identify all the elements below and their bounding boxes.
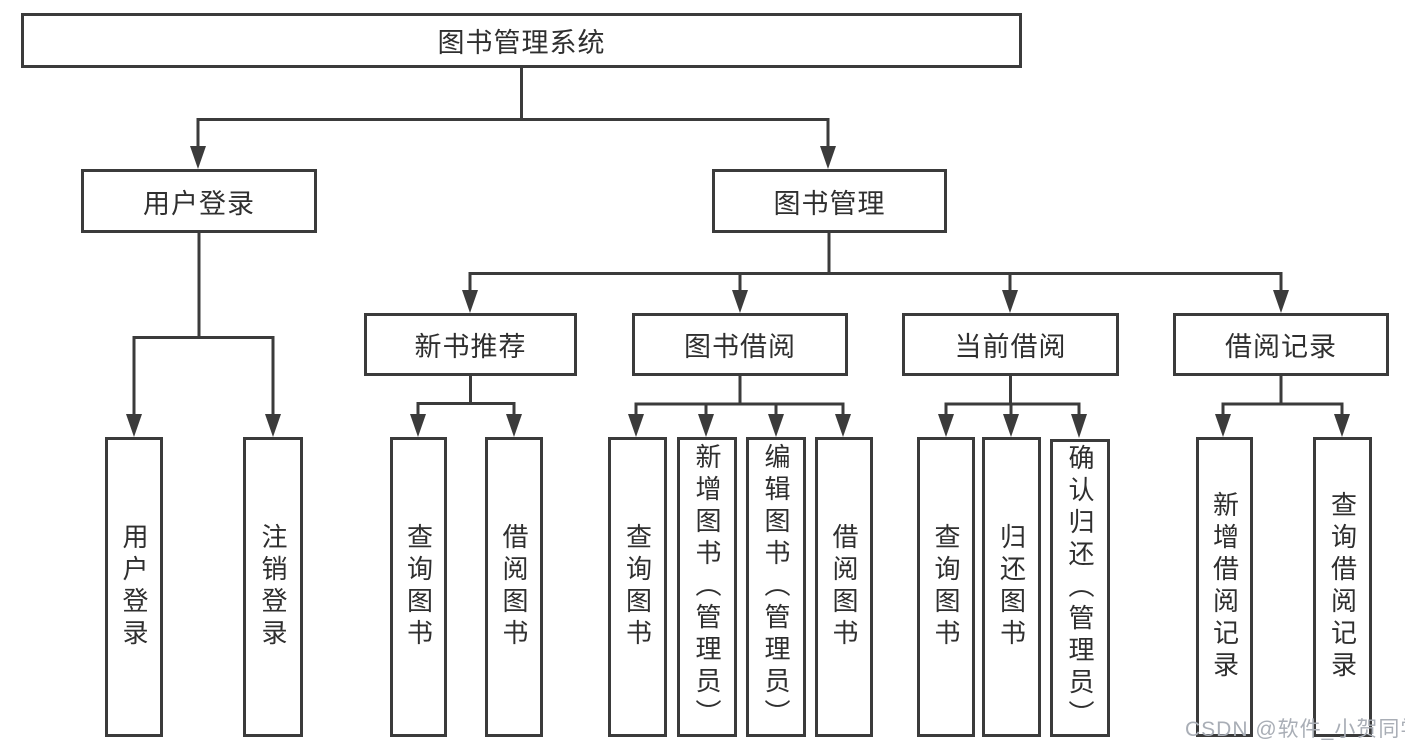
node-leaf-bb-edit-label: 编辑图书（管理员）	[761, 443, 791, 731]
node-leaf-nb-borrow: 借阅图书	[485, 437, 543, 737]
node-leaf-nb-borrow-label: 借阅图书	[499, 523, 529, 651]
connector-borrow-record	[1215, 376, 1350, 437]
node-leaf-bb-add-label: 新增图书（管理员）	[692, 443, 722, 731]
node-book-borrow: 图书借阅	[632, 313, 848, 376]
connector-new-book	[410, 376, 522, 437]
csdn-watermark: CSDN @软件_小贺同学	[1185, 718, 1405, 741]
node-new-book-label: 新书推荐	[414, 332, 527, 362]
node-leaf-bb-query-label: 查询图书	[622, 523, 653, 651]
connector-book-mgmt	[462, 233, 1289, 313]
node-current-borrow: 当前借阅	[902, 313, 1119, 376]
node-leaf-cb-confirm-label: 确认归还（管理员）	[1065, 444, 1095, 732]
node-leaf-user-login-label: 用户登录	[119, 523, 149, 651]
node-leaf-bb-add: 新增图书（管理员）	[677, 437, 737, 737]
node-leaf-logout: 注销登录	[243, 437, 303, 737]
node-user-login: 用户登录	[81, 169, 317, 233]
node-borrow-record-label: 借阅记录	[1225, 332, 1337, 362]
node-leaf-bb-edit: 编辑图书（管理员）	[746, 437, 806, 737]
node-new-book: 新书推荐	[364, 313, 577, 376]
node-leaf-bb-query: 查询图书	[608, 437, 667, 737]
node-user-login-label: 用户登录	[143, 188, 255, 219]
node-leaf-br-add: 新增借阅记录	[1196, 437, 1253, 737]
node-root: 图书管理系统	[21, 13, 1022, 68]
node-leaf-bb-borrow-label: 借阅图书	[829, 523, 859, 651]
node-current-borrow-label: 当前借阅	[954, 332, 1067, 362]
node-leaf-cb-query: 查询图书	[917, 437, 975, 737]
connector-current-borrow	[938, 376, 1087, 438]
node-leaf-logout-label: 注销登录	[258, 523, 288, 651]
node-borrow-record: 借阅记录	[1173, 313, 1389, 376]
node-book-mgmt: 图书管理	[712, 169, 947, 233]
node-leaf-cb-return-label: 归还图书	[996, 523, 1027, 651]
node-leaf-bb-borrow: 借阅图书	[815, 437, 873, 737]
node-leaf-cb-return: 归还图书	[982, 437, 1041, 737]
node-leaf-cb-confirm: 确认归还（管理员）	[1050, 439, 1110, 737]
connector-root	[190, 68, 836, 169]
connector-user-login	[126, 233, 281, 437]
node-leaf-br-query: 查询借阅记录	[1313, 437, 1372, 737]
node-leaf-br-add-label: 新增借阅记录	[1209, 491, 1240, 683]
node-book-mgmt-label: 图书管理	[773, 188, 886, 219]
node-leaf-br-query-label: 查询借阅记录	[1327, 491, 1358, 683]
node-leaf-cb-query-label: 查询图书	[931, 523, 961, 651]
node-leaf-nb-query-label: 查询图书	[403, 523, 434, 651]
connector-book-borrow	[628, 376, 851, 437]
node-book-borrow-label: 图书借阅	[684, 332, 796, 362]
node-leaf-nb-query: 查询图书	[390, 437, 447, 737]
node-root-label: 图书管理系统	[437, 28, 606, 58]
node-leaf-user-login: 用户登录	[105, 437, 163, 737]
